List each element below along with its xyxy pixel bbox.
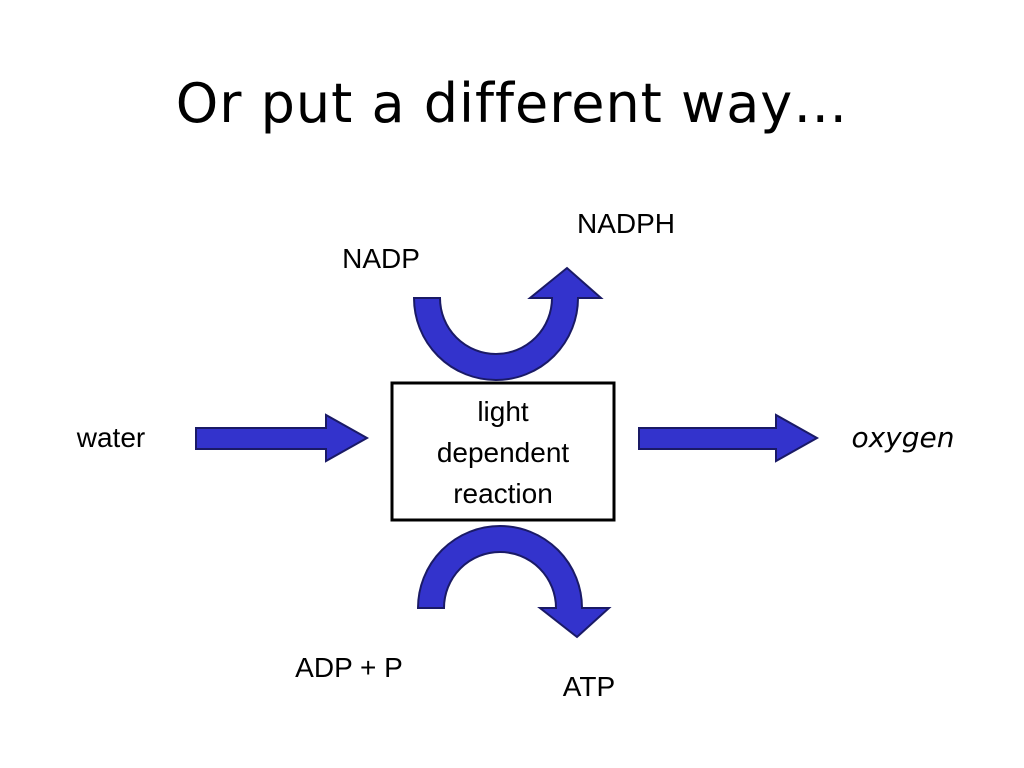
process-label-line-1: light: [477, 396, 529, 427]
slide-title: Or put a different way…: [175, 72, 849, 135]
label-oxygen: oxygen: [851, 421, 954, 454]
label-water: water: [76, 422, 145, 453]
label-nadp: NADP: [342, 243, 420, 274]
arrow-adp-to-atp: [416, 525, 612, 639]
label-adp-p: ADP + P: [295, 652, 403, 683]
arrow-nadp-to-nadph: [412, 266, 604, 381]
arrow-reaction-to-oxygen: [638, 413, 820, 463]
process-box: [390, 381, 616, 522]
process-label-line-2: dependent: [437, 437, 570, 468]
label-atp: ATP: [563, 671, 615, 702]
label-nadph: NADPH: [577, 208, 675, 239]
arrow-water-to-reaction: [195, 413, 370, 463]
process-label-line-3: reaction: [453, 478, 553, 509]
